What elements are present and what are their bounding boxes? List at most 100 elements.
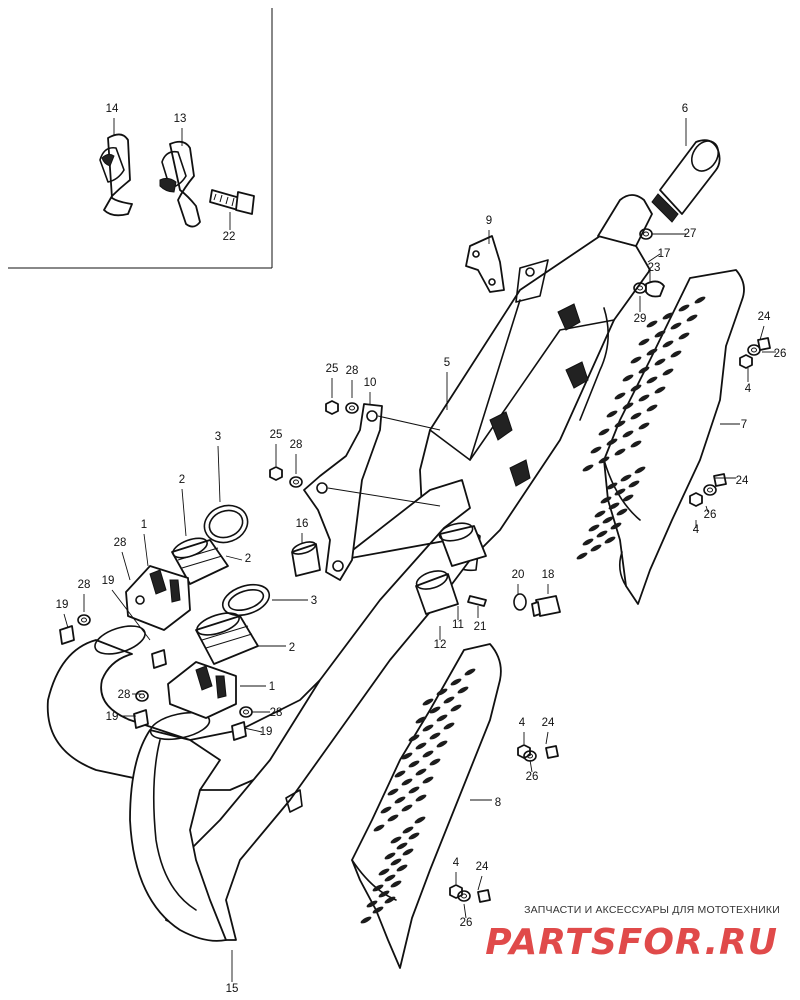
washer-hole [643, 231, 649, 237]
shield8-slot [390, 880, 402, 888]
shield7-slot [662, 312, 674, 320]
shield8-slot [401, 752, 413, 760]
callout-p29: 29 [634, 313, 647, 325]
shield7-slot [638, 338, 650, 346]
callout-p26c: 26 [526, 771, 539, 783]
callout-p2a: 2 [179, 474, 185, 486]
washer [703, 484, 717, 496]
washer-hole [243, 709, 249, 715]
shield7-slot [630, 440, 642, 448]
shield8-slot [372, 884, 384, 892]
callout-p4d: 4 [453, 857, 460, 869]
shield7-slot [614, 420, 626, 428]
shield7-slot [630, 412, 642, 420]
washer-20 [513, 593, 527, 611]
shield7-slot [616, 508, 628, 516]
callout-p22: 22 [223, 231, 236, 243]
washer [77, 614, 91, 626]
shield7-slot [638, 422, 650, 430]
callout-p28e: 28 [118, 689, 131, 701]
shield8-slot [401, 778, 413, 786]
shield7-slot [646, 348, 658, 356]
shield7-slot [628, 480, 640, 488]
callout-p24a: 24 [758, 311, 771, 323]
shield7-slot [646, 376, 658, 384]
callout-p28f: 28 [270, 707, 283, 719]
shield8-slot [415, 716, 427, 724]
part-10-mounting-bracket [303, 403, 441, 581]
heat-shield-7-slots [576, 296, 706, 560]
part-13-clamp-half [159, 140, 201, 228]
shield8-slot [408, 760, 420, 768]
callout-p17: 17 [658, 248, 671, 260]
part-2-collar-lower [195, 612, 259, 665]
shield7-slot [622, 430, 634, 438]
shield7-slot [598, 428, 610, 436]
shield8-slot [429, 706, 441, 714]
part-15-exhaust-pipe [46, 479, 471, 942]
shield8-slot [422, 750, 434, 758]
shield8-slot [373, 824, 385, 832]
leader-p26b [705, 505, 709, 513]
shield8-slot [387, 814, 399, 822]
shield8-slot [429, 732, 441, 740]
nut [689, 492, 703, 507]
callout-p19c: 19 [106, 711, 119, 723]
callout-p19b: 19 [56, 599, 69, 611]
shield8-slot [408, 832, 420, 840]
shield8-slot [402, 826, 414, 834]
leader-p26c [529, 759, 533, 773]
part-9-bracket [465, 235, 505, 293]
shield8-slot [422, 698, 434, 706]
shield7-slot [614, 392, 626, 400]
washer [457, 890, 471, 902]
part-2-collar-upper [171, 537, 229, 585]
shield8-slot [366, 900, 378, 908]
part-12-gasket [415, 570, 459, 615]
shield7-slot [694, 296, 706, 304]
nut [325, 400, 339, 415]
leader-p24d [477, 875, 483, 891]
shield7-slot [614, 448, 626, 456]
shield7-slot [590, 446, 602, 454]
watermark-logo: PARTSFOR.RU [480, 916, 780, 967]
shield7-slot [662, 368, 674, 376]
washer-hole [751, 347, 757, 353]
shield7-slot [606, 410, 618, 418]
shield7-slot [602, 516, 614, 524]
shield7-slot [630, 384, 642, 392]
shield7-slot [670, 350, 682, 358]
leader-p1a [143, 533, 149, 567]
callout-p1b: 1 [269, 681, 275, 693]
shield8-slot [372, 906, 384, 914]
callout-p25a: 25 [326, 363, 339, 375]
callout-p26a: 26 [774, 348, 787, 360]
shield7-slot [622, 494, 634, 502]
shield8-slot [414, 816, 426, 824]
shield8-slot [415, 794, 427, 802]
shield8-slot [443, 722, 455, 730]
bolt-18-shank [531, 601, 541, 617]
washer [239, 706, 253, 718]
shield8-slot [390, 858, 402, 866]
shield8-slot [436, 714, 448, 722]
shield7-slot [654, 330, 666, 338]
shield8-slot [429, 758, 441, 766]
leader-p19a [111, 589, 151, 641]
shield7-slot [588, 524, 600, 532]
part-1-flange-lower [167, 661, 237, 719]
shield7-slot [634, 466, 646, 474]
washer [345, 402, 359, 414]
callout-p4b: 4 [693, 524, 700, 536]
collar-19 [231, 721, 247, 741]
callout-p27: 27 [684, 228, 697, 240]
shield8-slot [443, 696, 455, 704]
washer-hole [293, 479, 299, 485]
shield8-slot [401, 804, 413, 812]
callout-p23: 23 [648, 262, 661, 274]
shield8-slot [415, 768, 427, 776]
callout-p19d: 19 [260, 726, 273, 738]
callout-p3b: 3 [311, 595, 317, 607]
callout-p13: 13 [174, 113, 187, 125]
shield7-slot [576, 552, 588, 560]
